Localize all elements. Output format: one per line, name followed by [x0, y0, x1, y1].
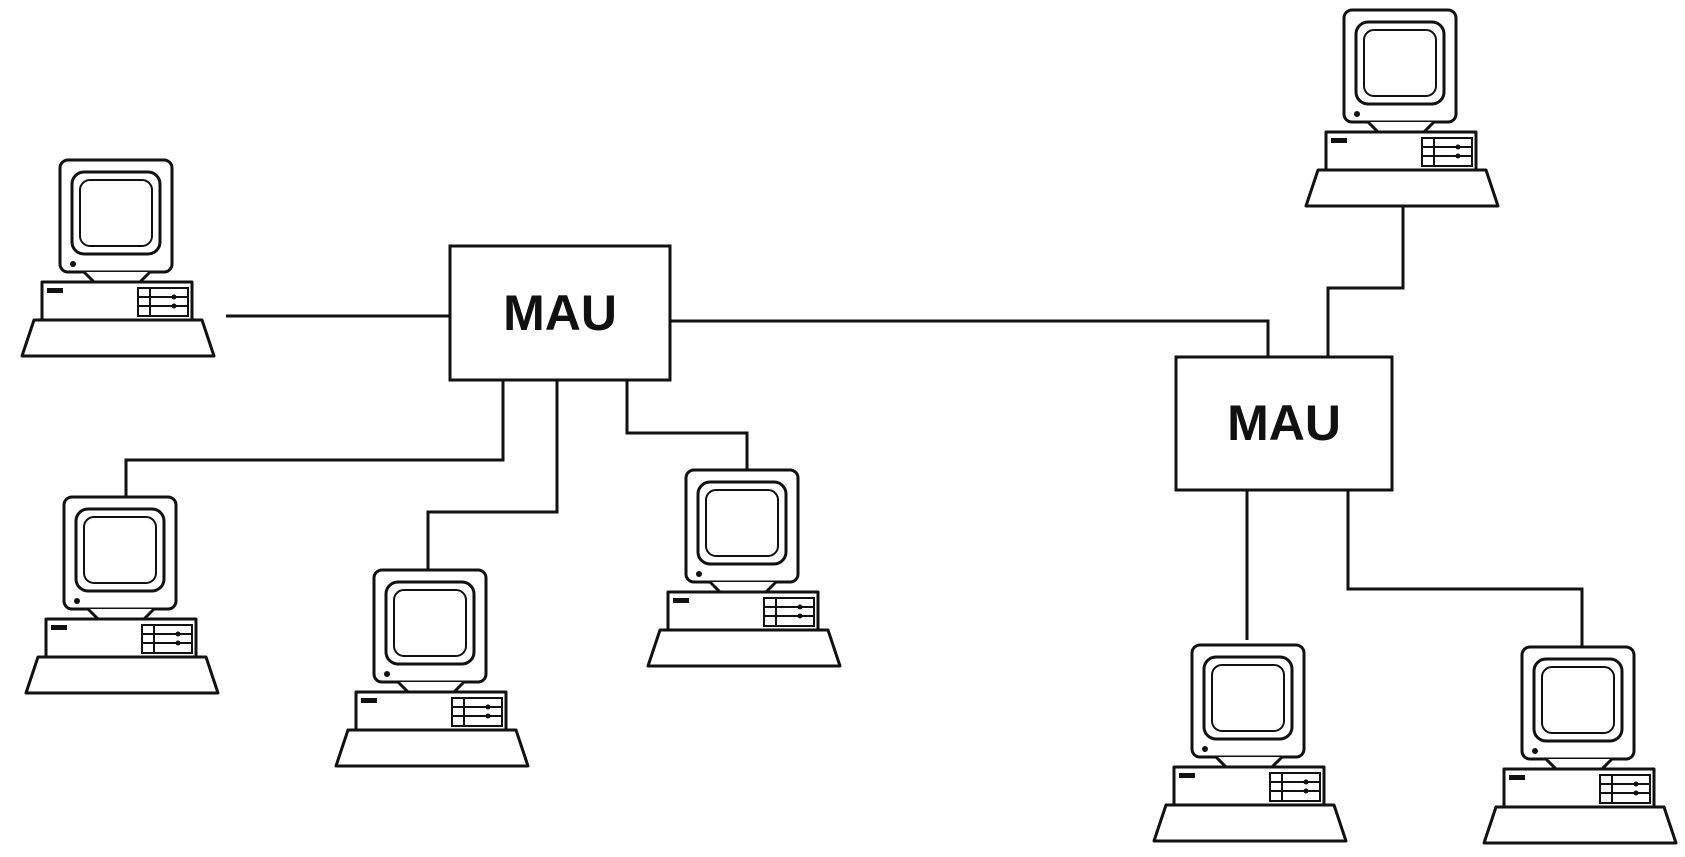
computer-icon: [1306, 10, 1498, 206]
mau-label: MAU: [503, 285, 617, 341]
computer-icon: [1154, 645, 1346, 841]
mau-label: MAU: [1227, 395, 1341, 451]
mau-hub-left: MAU: [450, 246, 670, 380]
link-mau-left-mau-right: [670, 321, 1268, 357]
link-mau-right-pc-5: [1328, 207, 1403, 357]
link-mau-left-pc-3: [428, 380, 557, 570]
computer-icon: [336, 570, 528, 766]
mau-hub-right: MAU: [1176, 357, 1392, 490]
computer-icon: [26, 497, 218, 693]
computer-icon: [1484, 647, 1676, 843]
link-mau-left-pc-2: [126, 380, 503, 497]
link-mau-right-pc-7: [1348, 490, 1582, 646]
link-mau-left-pc-4: [627, 380, 747, 470]
computer-icon: [22, 160, 214, 356]
computer-icon: [648, 470, 840, 666]
